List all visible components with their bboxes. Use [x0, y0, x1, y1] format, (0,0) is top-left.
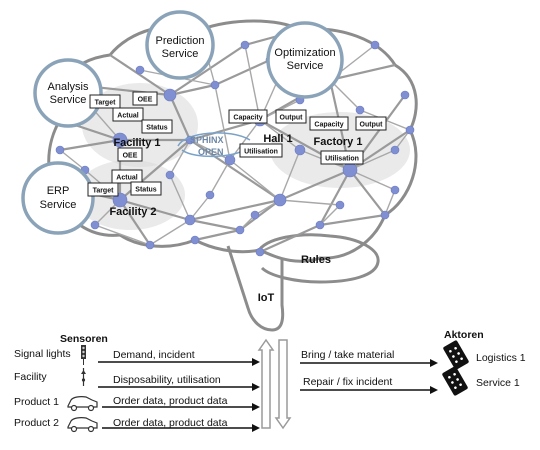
iot-label: IoT	[258, 292, 275, 304]
sensor-row-signal-lights: Signal lights Demand, incident	[14, 345, 260, 366]
car-icon	[67, 396, 98, 412]
hall1-output-tag: Output	[275, 109, 307, 124]
svg-text:Facility: Facility	[14, 371, 47, 383]
facility2-actual-tag: Actual	[111, 169, 143, 184]
svg-text:Capacity: Capacity	[233, 115, 262, 122]
svg-text:Output: Output	[280, 115, 304, 122]
svg-text:Logistics 1: Logistics 1	[476, 352, 526, 364]
svg-text:Prediction: Prediction	[156, 35, 205, 47]
facility2-target-tag: Target	[87, 182, 119, 197]
actor-row-logistics-1: Bring / take material Logistics 1	[300, 340, 526, 370]
facility2-halo	[75, 160, 185, 230]
svg-text:Target: Target	[95, 100, 117, 107]
erp-service: ERP Service	[21, 161, 95, 235]
facility1-actual-tag: Actual	[112, 107, 144, 122]
svg-text:Order data, product data: Order data, product data	[113, 417, 228, 429]
factory1-output-tag: Output	[355, 116, 387, 131]
svg-text:Actual: Actual	[117, 113, 138, 120]
svg-text:Capacity: Capacity	[314, 122, 343, 129]
factory-halo	[270, 112, 410, 188]
facility1-status-tag: Status	[141, 119, 173, 134]
svg-text:Product 1: Product 1	[14, 396, 59, 408]
svg-text:Target: Target	[93, 188, 115, 195]
sensor-row-product-1: Product 1 Order data, product data	[14, 395, 260, 412]
car-icon	[67, 417, 98, 433]
facility2-label: Facility 2	[109, 206, 156, 218]
svg-text:Service 1: Service 1	[476, 377, 520, 389]
svg-text:OEE: OEE	[138, 97, 153, 104]
svg-text:Service: Service	[40, 199, 77, 211]
svg-text:Service: Service	[287, 60, 324, 72]
factory1-capacity-tag: Capacity	[309, 116, 349, 131]
factory1-label: Factory 1	[314, 136, 363, 148]
hall1-utilisation-tag: Utilisation	[239, 143, 283, 158]
facility1-oee-tag: OEE	[132, 91, 158, 106]
hall1-capacity-tag: Capacity	[228, 109, 268, 124]
svg-text:OEE: OEE	[123, 153, 138, 160]
sensors-title: Sensoren	[60, 333, 108, 345]
actor-row-service-1: Repair / fix incident Service 1	[300, 366, 520, 396]
facility2-oee-tag: OEE	[117, 147, 143, 162]
sensor-probe-icon	[81, 368, 86, 386]
svg-text:Bring / take material: Bring / take material	[301, 349, 394, 361]
sensor-row-product-2: Product 2 Order data, product data	[14, 417, 260, 433]
svg-text:Status: Status	[146, 125, 168, 132]
logo-line2: OPEN	[198, 147, 224, 157]
svg-text:Utilisation: Utilisation	[325, 156, 359, 163]
analysis-service: Analysis Service	[33, 58, 103, 128]
svg-text:Service: Service	[162, 48, 199, 60]
prediction-service: Prediction Service	[145, 10, 215, 80]
optimization-service: Optimization Service	[266, 21, 344, 99]
svg-text:Demand, incident: Demand, incident	[113, 349, 195, 361]
svg-text:Disposability, utilisation: Disposability, utilisation	[113, 374, 221, 386]
svg-text:Product 2: Product 2	[14, 417, 59, 429]
svg-text:Order data, product data: Order data, product data	[113, 395, 228, 407]
svg-text:Service: Service	[50, 94, 87, 106]
factory1-utilisation-tag: Utilisation	[320, 150, 364, 165]
svg-text:Utilisation: Utilisation	[244, 149, 278, 156]
rules-label: Rules	[301, 254, 331, 266]
iot-stem	[226, 245, 285, 332]
signal-light-icon	[81, 345, 86, 365]
svg-text:ERP: ERP	[47, 185, 70, 197]
svg-text:Status: Status	[135, 187, 157, 194]
logo-line1: SPHINX	[190, 135, 224, 145]
svg-text:Optimization: Optimization	[274, 47, 335, 59]
facility1-label: Facility 1	[113, 137, 160, 149]
svg-text:Signal lights: Signal lights	[14, 348, 71, 360]
device-icon	[442, 366, 468, 396]
svg-text:Output: Output	[360, 122, 384, 129]
iot-bus	[257, 338, 292, 430]
svg-text:Repair / fix incident: Repair / fix incident	[303, 376, 392, 388]
device-icon	[443, 340, 469, 370]
actors-title: Aktoren	[444, 329, 484, 341]
svg-text:Actual: Actual	[116, 175, 137, 182]
facility1-target-tag: Target	[89, 94, 121, 109]
facility2-status-tag: Status	[130, 181, 162, 196]
svg-text:Analysis: Analysis	[48, 81, 89, 93]
hall1-label: Hall 1	[263, 133, 292, 145]
sensor-row-facility: Facility Disposability, utilisation	[14, 368, 260, 391]
